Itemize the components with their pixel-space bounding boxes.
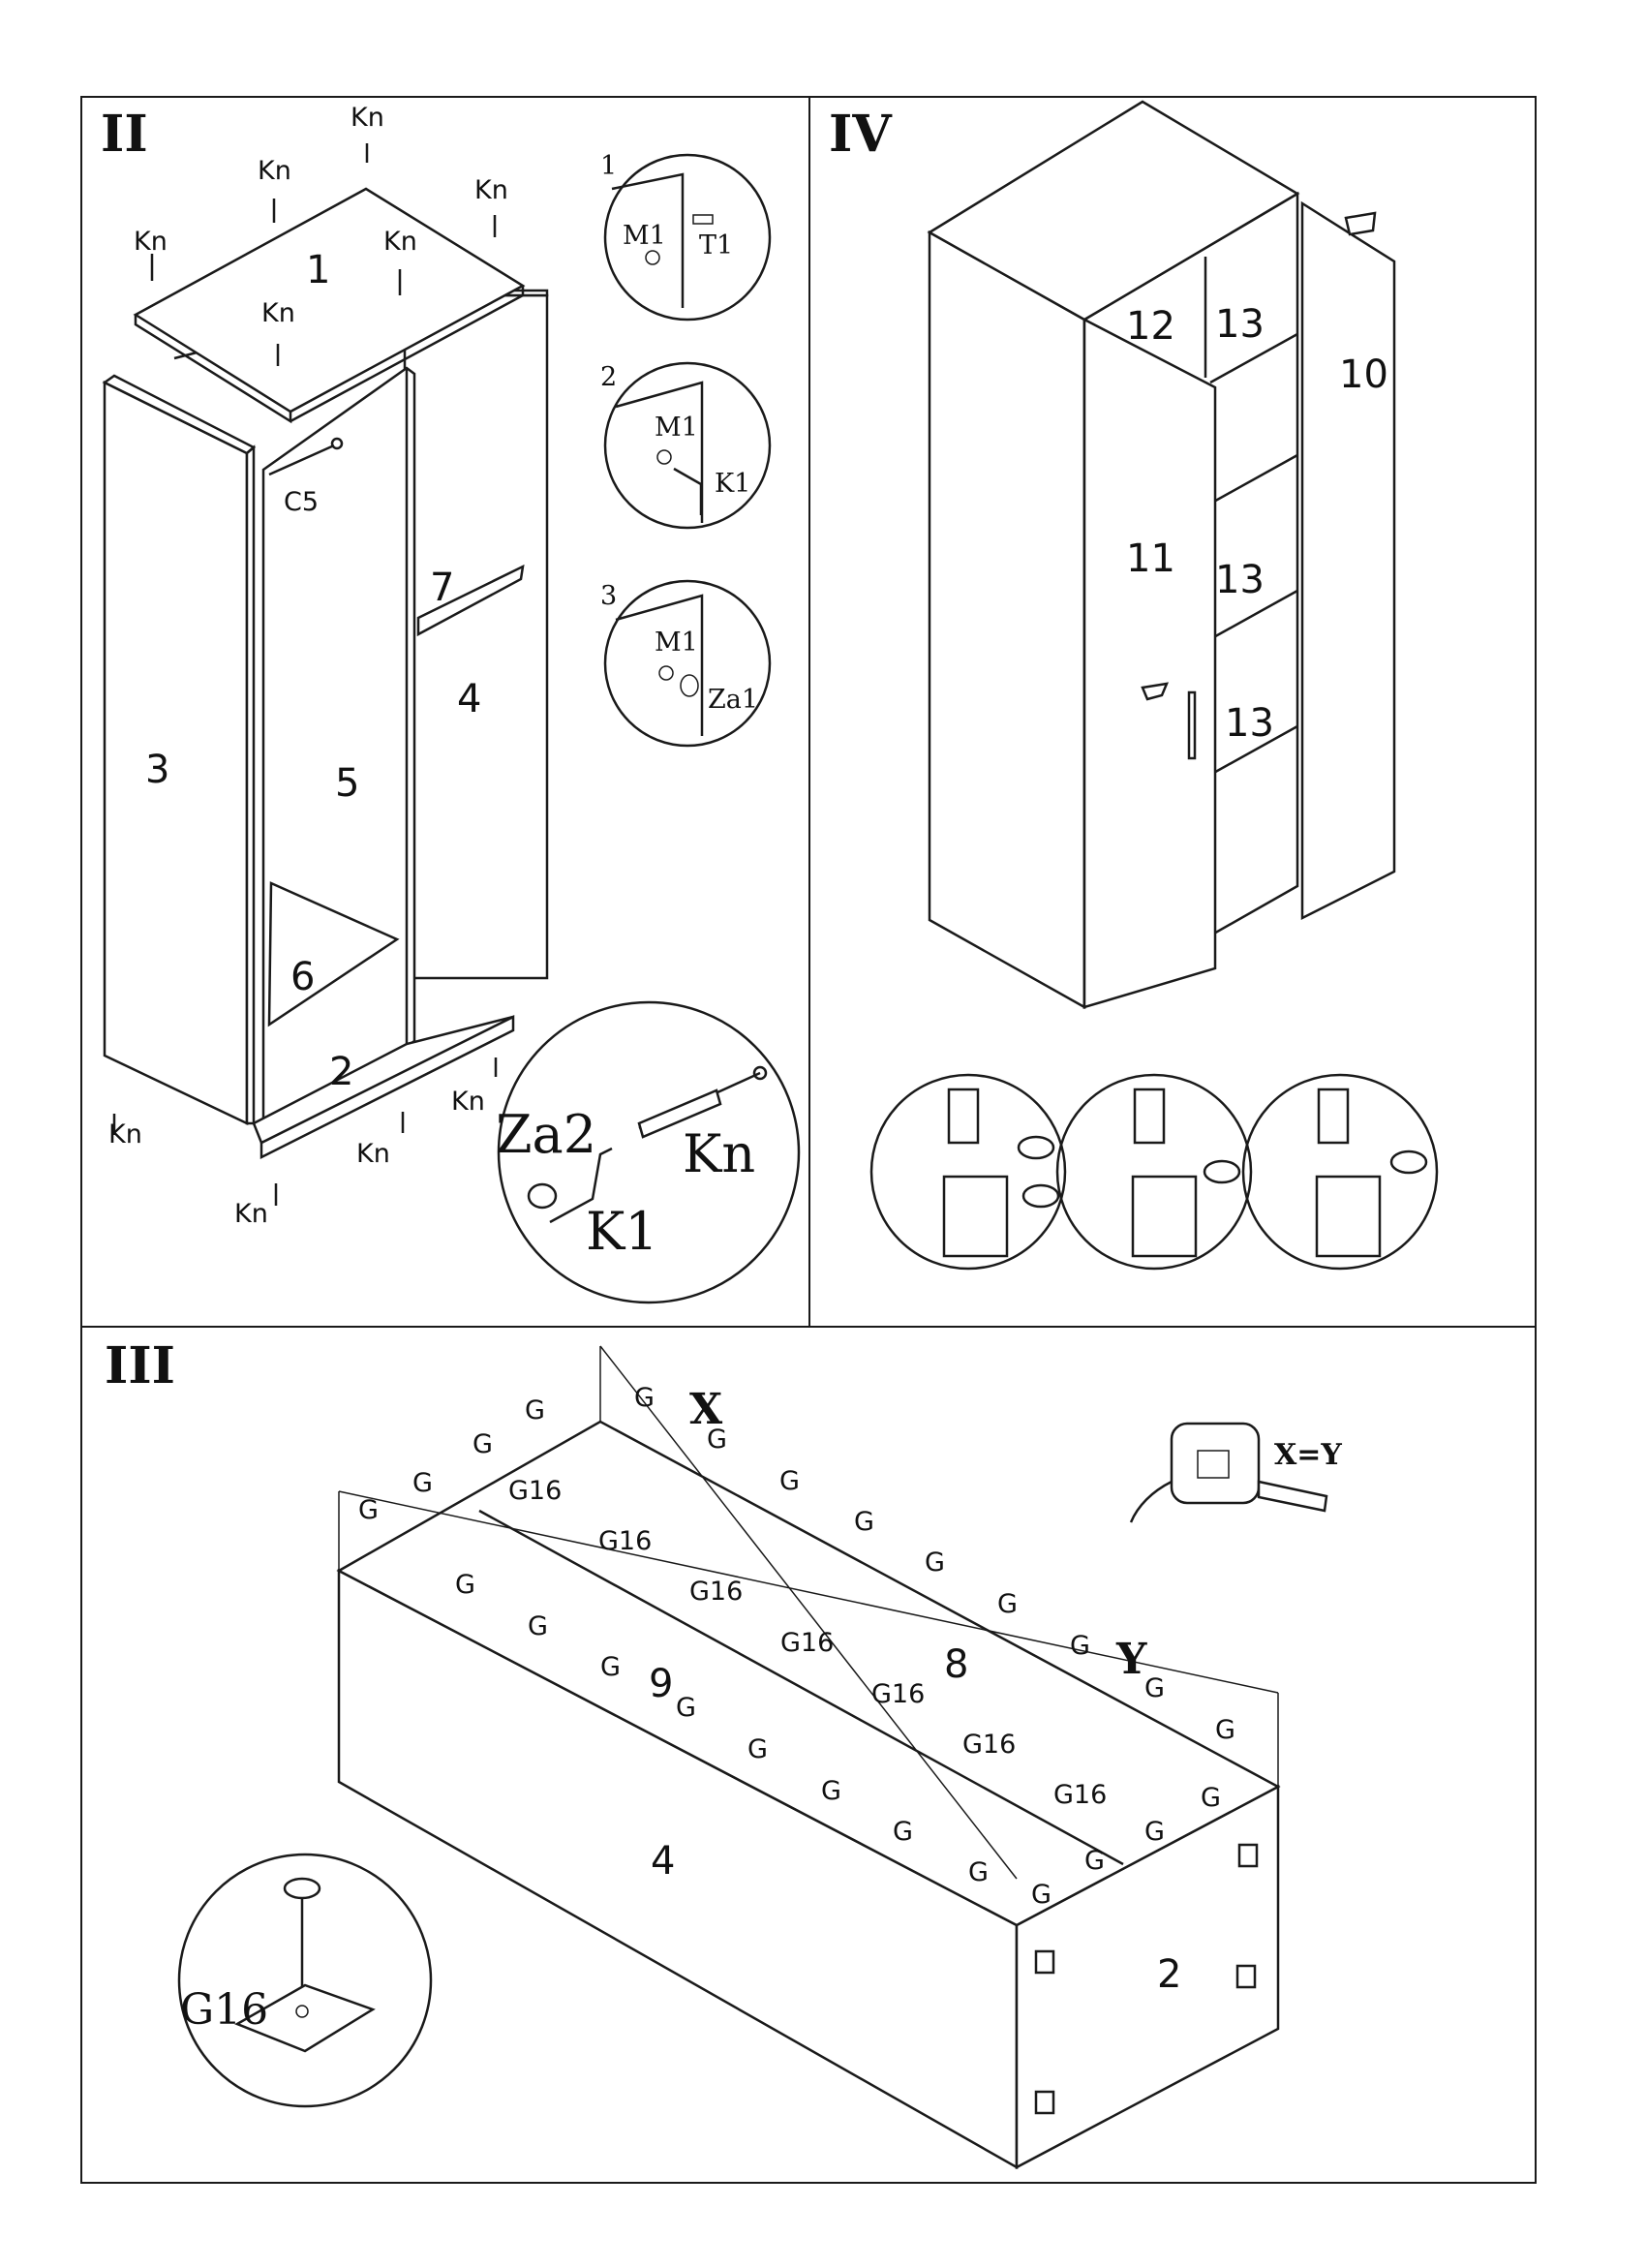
part-5-label: 5: [335, 761, 359, 806]
part-10-label: 10: [1339, 352, 1388, 397]
bracket-labels: G16 G16 G16 G16 G16 G16 G16: [508, 1476, 1107, 1810]
nail-g-label: G: [472, 1429, 493, 1459]
nail-g-label: G: [600, 1652, 621, 1682]
detail-fittings-zoom: Za2 Kn K1: [496, 1000, 801, 1304]
panel-ii-title: II: [101, 105, 148, 164]
fitting-m1-label: M1: [655, 628, 698, 658]
kn-label: Kn: [261, 298, 295, 328]
tape-measure-icon: [1129, 1422, 1328, 1523]
nail-labels: G G G G G G G G G G G G G G G G G G G G …: [358, 1383, 1235, 1910]
nail-g-label: G: [455, 1570, 475, 1600]
nail-g-label: G: [821, 1776, 841, 1806]
kn-label: Kn: [474, 175, 508, 205]
fitting-m1-label: M1: [623, 221, 666, 251]
panel-iii-title: III: [105, 1336, 175, 1395]
nail-g-label: G: [1144, 1673, 1165, 1703]
part-13-label: 13: [1215, 558, 1265, 602]
nail-g-label: G: [968, 1857, 989, 1887]
bracket-detail-label: G16: [180, 1985, 268, 2035]
part-6-label: 6: [290, 955, 315, 999]
nail-g-label: G: [707, 1425, 727, 1455]
detail-g16-bracket: G16: [177, 1853, 433, 2108]
nail-g-label: G: [925, 1548, 945, 1578]
nail-g-label: G: [1215, 1715, 1235, 1745]
part-9-label: 9: [649, 1662, 673, 1706]
part-7-label: 7: [430, 566, 454, 610]
kn-label: Kn: [356, 1139, 390, 1169]
panel-ii: II: [101, 103, 801, 1304]
part-4-label: 4: [457, 677, 481, 721]
bracket-g16-label: G16: [598, 1526, 652, 1556]
panel-iv-title: IV: [829, 105, 893, 164]
fitting-t1-label: T1: [699, 230, 733, 261]
part-2-label: 2: [1157, 1952, 1181, 1997]
kn-label: Kn: [134, 227, 168, 257]
detail-step-2: 2 M1 K1: [600, 361, 772, 530]
bracket-g16-label: G16: [1053, 1780, 1107, 1810]
detail-step-1: 1 M1 T1: [600, 151, 772, 322]
nail-g-label: G: [1070, 1631, 1090, 1661]
part-3-label: 3: [145, 748, 169, 792]
nail-g-label: G: [747, 1734, 768, 1764]
fitting-m1-label: M1: [655, 413, 698, 443]
part-1-label: 1: [306, 248, 330, 292]
part-4-label: 4: [651, 1839, 675, 1884]
kn-label: Kn: [351, 103, 384, 133]
step-number: 3: [600, 581, 617, 611]
fitting-kn-label: Kn: [683, 1123, 755, 1184]
fitting-c5-label: C5: [284, 487, 319, 517]
nail-g-label: G: [1084, 1846, 1105, 1876]
fitting-za2-label: Za2: [496, 1104, 596, 1165]
nail-g-label: G: [412, 1468, 433, 1498]
part-13-label: 13: [1225, 701, 1274, 746]
diagonal-x-label: X: [689, 1385, 723, 1434]
fitting-za1-label: Za1: [708, 685, 758, 715]
nail-g-label: G: [997, 1589, 1018, 1619]
kn-label: Kn: [451, 1087, 485, 1117]
nail-g-label: G: [525, 1395, 545, 1425]
nail-g-label: G: [779, 1466, 800, 1496]
nail-g-label: G: [528, 1611, 548, 1641]
nail-g-label: G: [893, 1817, 913, 1847]
bracket-g16-label: G16: [508, 1476, 562, 1506]
panel-iii: III G G G G G G G G G: [105, 1336, 1342, 2170]
fitting-k1-label: K1: [586, 1201, 658, 1262]
fitting-k1-label: K1: [715, 469, 750, 499]
kn-label: Kn: [383, 227, 417, 257]
kn-label: Kn: [234, 1199, 268, 1229]
bracket-g16-label: G16: [689, 1577, 743, 1607]
kn-label: Kn: [258, 156, 291, 186]
part-11-label: 11: [1126, 536, 1175, 581]
kn-label: Kn: [108, 1119, 142, 1149]
nail-g-label: G: [1031, 1880, 1052, 1910]
nail-g-label: G: [634, 1383, 655, 1413]
part-13-label: 13: [1215, 302, 1265, 347]
bracket-g16-label: G16: [962, 1730, 1016, 1760]
nail-g-label: G: [358, 1495, 379, 1525]
part-2-label: 2: [329, 1050, 353, 1094]
diagonal-y-label: Y: [1115, 1635, 1147, 1684]
nail-g-label: G: [1201, 1783, 1221, 1813]
nail-g-label: G: [676, 1693, 696, 1723]
bracket-g16-label: G16: [871, 1679, 925, 1709]
step-number: 1: [600, 151, 617, 181]
step-number: 2: [600, 362, 617, 392]
bracket-g16-label: G16: [780, 1628, 834, 1658]
nail-g-label: G: [854, 1507, 874, 1537]
measure-note: X=Y: [1274, 1438, 1342, 1472]
part-12-label: 12: [1126, 304, 1175, 349]
hinge-adjustment-details: [869, 1073, 1439, 1271]
nail-g-label: G: [1144, 1817, 1165, 1847]
part-8-label: 8: [944, 1642, 968, 1687]
panel-frames: [80, 96, 1537, 2184]
panel-iv: IV 12 13 13 13 10 11: [829, 100, 1439, 1271]
detail-step-3: 3 M1 Za1: [600, 579, 772, 748]
